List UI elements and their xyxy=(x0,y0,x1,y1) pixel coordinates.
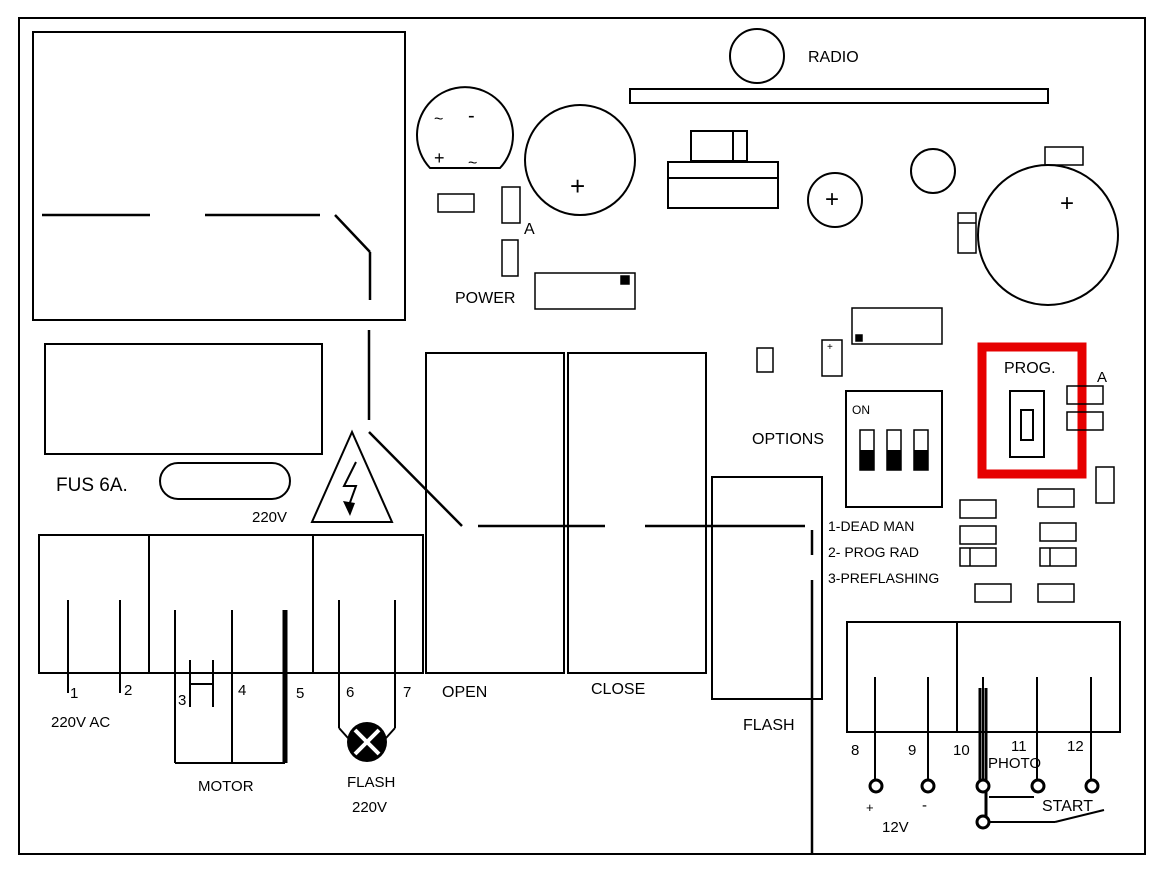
flash-lamp-label: FLASH xyxy=(347,774,395,791)
small-parts-right xyxy=(959,385,1115,603)
prog-button-area: PROG. xyxy=(977,342,1087,479)
terminal-8: 8 xyxy=(851,742,859,759)
dip-on-label: ON xyxy=(852,403,870,417)
capacitor-plus-small: + xyxy=(825,186,839,213)
radio-module: RADIO xyxy=(629,28,1049,104)
options-label: OPTIONS xyxy=(752,431,824,448)
relay-open xyxy=(425,352,565,674)
terminal-7: 7 xyxy=(403,684,411,701)
open-label: OPEN xyxy=(442,684,487,701)
terminal-12: 12 xyxy=(1067,738,1084,755)
start-switch-icon xyxy=(989,796,1105,823)
small-plus-mark: + xyxy=(827,342,833,353)
terminal-9: 9 xyxy=(908,742,916,759)
option-2-label: 2- PROG RAD xyxy=(828,544,919,560)
hv-separation-line xyxy=(367,330,814,855)
high-voltage-warning-icon xyxy=(310,429,394,523)
flash-lamp-voltage: 220V xyxy=(352,799,387,816)
fuse: FUS 6A. 220V xyxy=(56,462,291,526)
terminal-4: 4 xyxy=(238,682,246,699)
capacitor-plus-left: + xyxy=(570,171,585,201)
terminal-block-right xyxy=(846,621,1121,818)
photo-label: PHOTO xyxy=(988,755,1041,772)
motor-label: MOTOR xyxy=(198,778,254,795)
dc-plus-label: + xyxy=(866,800,874,815)
option-1-label: 1-DEAD MAN xyxy=(828,518,914,534)
relay-top xyxy=(667,130,779,209)
dc-voltage-label: 12V xyxy=(882,819,909,836)
bridge-rectifier: ~ - + ~ xyxy=(416,86,514,172)
relay-flash xyxy=(711,476,823,700)
flash-lamp-icon xyxy=(338,722,396,762)
power-label: POWER xyxy=(455,290,515,307)
prog-highlight-box xyxy=(977,342,1087,479)
relay-block-left xyxy=(44,343,323,455)
capacitor-large-right: + xyxy=(957,146,1119,306)
bridge-minus: - xyxy=(468,105,475,127)
terminal-1: 1 xyxy=(70,685,78,702)
prog-button[interactable] xyxy=(1009,390,1045,458)
prog-label: PROG. xyxy=(1004,360,1056,377)
start-label: START xyxy=(1042,798,1093,815)
terminal-block-left xyxy=(38,534,424,764)
transformer xyxy=(32,31,406,321)
jumper-a-right-label: A xyxy=(1097,369,1107,386)
terminal-6: 6 xyxy=(346,684,354,701)
terminal-11: 11 xyxy=(1011,738,1027,755)
close-label: CLOSE xyxy=(591,681,645,698)
bridge-tilde-2: ~ xyxy=(468,155,477,172)
relay-close xyxy=(567,352,707,674)
terminal-2: 2 xyxy=(124,682,132,699)
trimmer-circle xyxy=(910,148,956,194)
flash-relay-label: FLASH xyxy=(743,717,795,734)
terminal-10: 10 xyxy=(953,742,970,759)
bridge-tilde-1: ~ xyxy=(434,111,443,128)
terminal-5: 5 xyxy=(296,685,304,702)
dip-switch-options: OPTIONS ON xyxy=(752,390,943,508)
option-3-label: 3-PREFLASHING xyxy=(828,570,939,586)
small-parts-middle xyxy=(756,307,943,377)
ac-input-label: 220V AC xyxy=(51,714,110,731)
radio-label: RADIO xyxy=(808,49,859,66)
jumper-a-top-label: A xyxy=(524,221,535,238)
dc-minus-label: - xyxy=(922,797,927,814)
fuse-label: FUS 6A. xyxy=(56,475,128,496)
capacitor-plus-right: + xyxy=(1060,190,1074,217)
board-outline xyxy=(18,17,1146,855)
terminal-3: 3 xyxy=(178,692,186,709)
capacitor-large-left: + xyxy=(524,104,636,216)
bridge-plus: + xyxy=(434,148,445,168)
power-components xyxy=(437,186,636,310)
fuse-voltage-label: 220V xyxy=(252,509,287,526)
capacitor-small: + xyxy=(807,172,863,228)
